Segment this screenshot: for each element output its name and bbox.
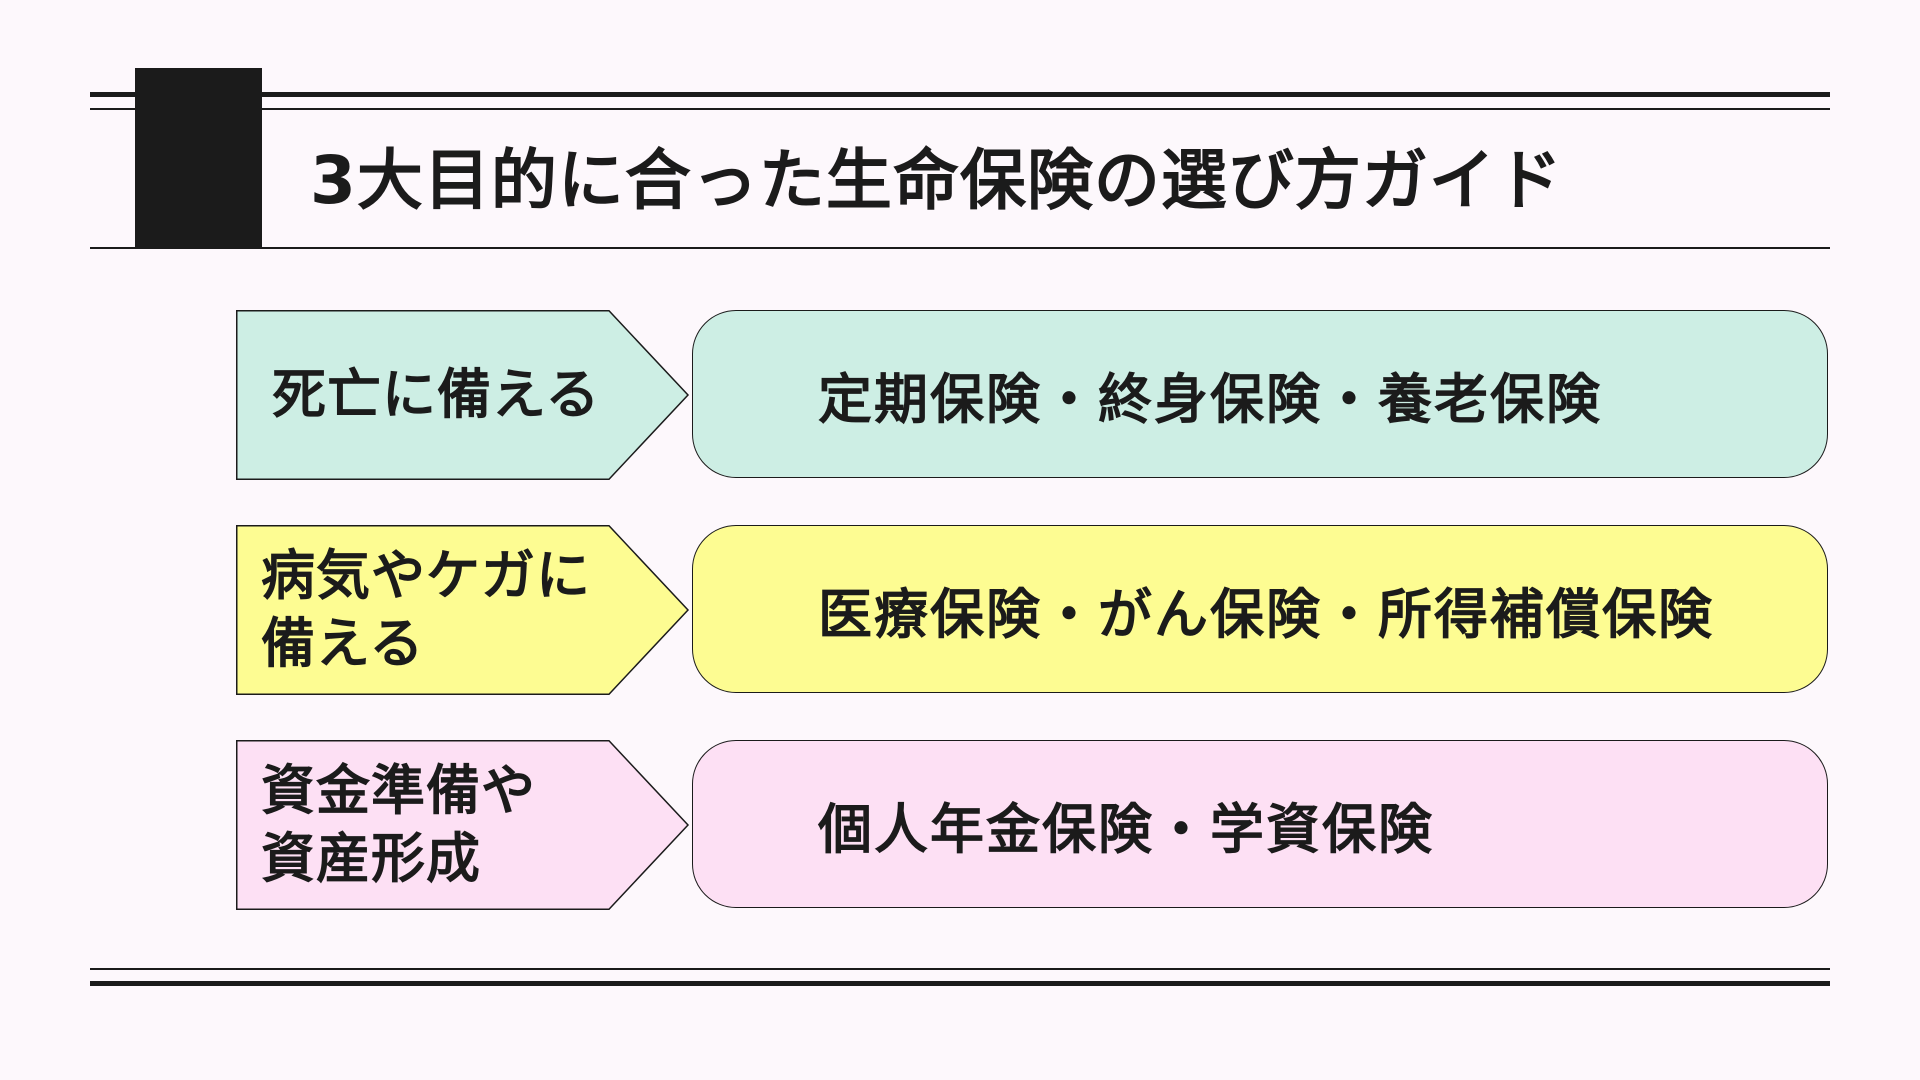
purpose-label: 死亡に備える [272, 363, 601, 426]
insurance-types-label: 定期保険・終身保険・養老保険 [818, 367, 1602, 431]
insurance-box-death: 定期保険・終身保険・養老保険 [692, 310, 1828, 478]
arrow-shape [236, 525, 690, 695]
title-accent-block [135, 68, 262, 248]
header-bottom-line [90, 247, 1830, 249]
insurance-types-label: 医療保険・がん保険・所得補償保険 [818, 582, 1714, 646]
footer-thin-line [90, 968, 1830, 970]
arrow-shape [236, 310, 690, 480]
guide-row-death: 死亡に備える 定期保険・終身保険・養老保険 [0, 310, 1920, 480]
footer-thick-line [90, 981, 1830, 986]
purpose-arrow-death: 死亡に備える [236, 310, 690, 480]
page-title: 3大目的に合った生命保険の選び方ガイド [310, 142, 1563, 219]
purpose-arrow-illness: 病気やケガに 備える [236, 525, 690, 695]
guide-row-illness: 病気やケガに 備える 医療保険・がん保険・所得補償保険 [0, 525, 1920, 695]
arrow-shape [236, 740, 690, 910]
header-top-thin-line [90, 108, 1830, 110]
insurance-types-label: 個人年金保険・学資保険 [818, 797, 1434, 861]
insurance-box-savings: 個人年金保険・学資保険 [692, 740, 1828, 908]
insurance-box-illness: 医療保険・がん保険・所得補償保険 [692, 525, 1828, 693]
purpose-label: 病気やケガに 備える [261, 544, 591, 675]
header-top-thick-line [90, 92, 1830, 97]
purpose-arrow-savings: 資金準備や 資産形成 [236, 740, 690, 910]
guide-row-savings: 資金準備や 資産形成 個人年金保険・学資保険 [0, 740, 1920, 910]
purpose-label: 資金準備や 資産形成 [261, 759, 536, 890]
